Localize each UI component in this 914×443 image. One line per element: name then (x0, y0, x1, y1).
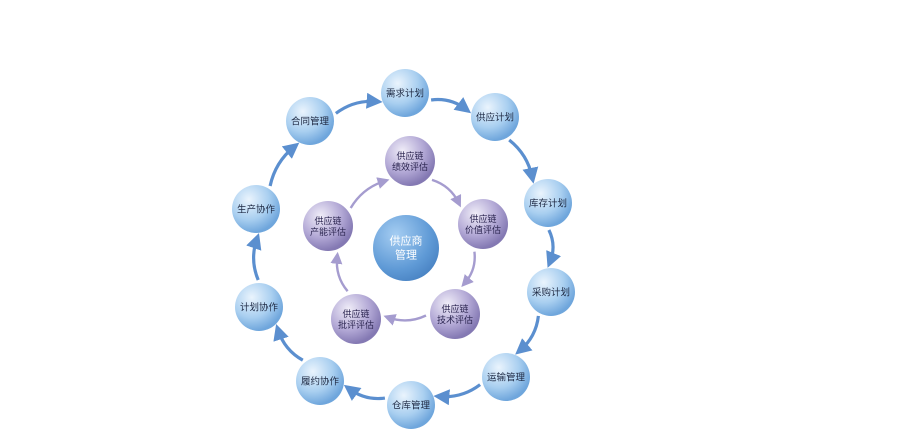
node-label-line: 批评评估 (338, 319, 374, 331)
outer-node-circle (387, 381, 435, 429)
center-circle (373, 215, 439, 281)
inner-arrow-2 (461, 251, 476, 287)
node-label-line: 价值评估 (465, 224, 501, 236)
node-label-line: 库存计划 (529, 198, 567, 210)
node-label-line: 运输管理 (487, 372, 526, 384)
inner-arrow-3 (383, 314, 427, 326)
outer-node-10: 合同管理 (286, 97, 334, 145)
outer-arrow-8 (246, 232, 262, 281)
outer-node-6: 仓库管理 (387, 381, 435, 429)
outer-node-circle (527, 268, 575, 316)
outer-node-circle (232, 185, 280, 233)
outer-node-circle (381, 69, 429, 117)
node-label-line: 供应链 (314, 215, 341, 227)
outer-node-7: 履约协作 (296, 357, 344, 405)
node-label-line: 产能评估 (310, 226, 346, 238)
inner-arrow-5 (349, 177, 390, 209)
outer-node-circle (296, 357, 344, 405)
node-label-line: 生产协作 (237, 204, 276, 216)
outer-arrow-6 (343, 384, 386, 401)
node-label-line: 履约协作 (301, 376, 340, 388)
outer-node-circle (471, 93, 519, 141)
outer-node-9: 生产协作 (232, 185, 280, 233)
node-label-line: 供应链 (441, 303, 468, 315)
outer-arrow-2 (508, 138, 539, 184)
inner-node-circle (430, 289, 480, 339)
outer-cycle-arrows (246, 92, 562, 406)
outer-node-5: 运输管理 (482, 353, 530, 401)
outer-node-4: 采购计划 (527, 268, 575, 316)
outer-node-circle (524, 179, 572, 227)
outer-arrow-10 (334, 92, 383, 115)
inner-node-circle (303, 201, 353, 251)
outer-arrow-9 (268, 142, 300, 187)
outer-node-3: 库存计划 (524, 179, 572, 227)
outer-arrow-7 (273, 324, 304, 362)
node-label-line: 需求计划 (386, 88, 424, 100)
node-label-line: 供应商 (390, 234, 423, 248)
outer-arrow-4 (515, 315, 540, 355)
outer-node-circle (482, 353, 530, 401)
node-label-line: 管理 (395, 248, 417, 262)
node-label-line: 合同管理 (291, 116, 330, 128)
inner-node-circle (331, 294, 381, 344)
node-label-line: 计划协作 (240, 302, 279, 314)
outer-node-8: 计划协作 (235, 283, 283, 331)
outer-node-2: 供应计划 (471, 93, 519, 141)
node-label-line: 仓库管理 (392, 400, 431, 412)
outer-node-circle (286, 97, 334, 145)
node-label-line: 技术评估 (437, 314, 473, 326)
node-label-line: 绩效评估 (392, 161, 428, 173)
node-label-line: 采购计划 (532, 287, 570, 299)
outer-node-circle (235, 283, 283, 331)
node-label-line: 供应链 (396, 150, 423, 162)
node-label-line: 供应链 (342, 308, 369, 320)
outer-arrow-5 (433, 383, 482, 406)
inner-arrow-1 (431, 178, 462, 208)
outer-node-1: 需求计划 (381, 69, 429, 117)
node-label-line: 供应计划 (476, 112, 514, 124)
inner-cycle-arrows (330, 177, 476, 326)
outer-arrow-3 (546, 229, 562, 268)
inner-arrow-4 (330, 251, 349, 292)
outer-arrow-1 (430, 97, 472, 114)
inner-node-circle (458, 199, 508, 249)
node-label-line: 供应链 (469, 213, 496, 225)
inner-node-circle (385, 136, 435, 186)
